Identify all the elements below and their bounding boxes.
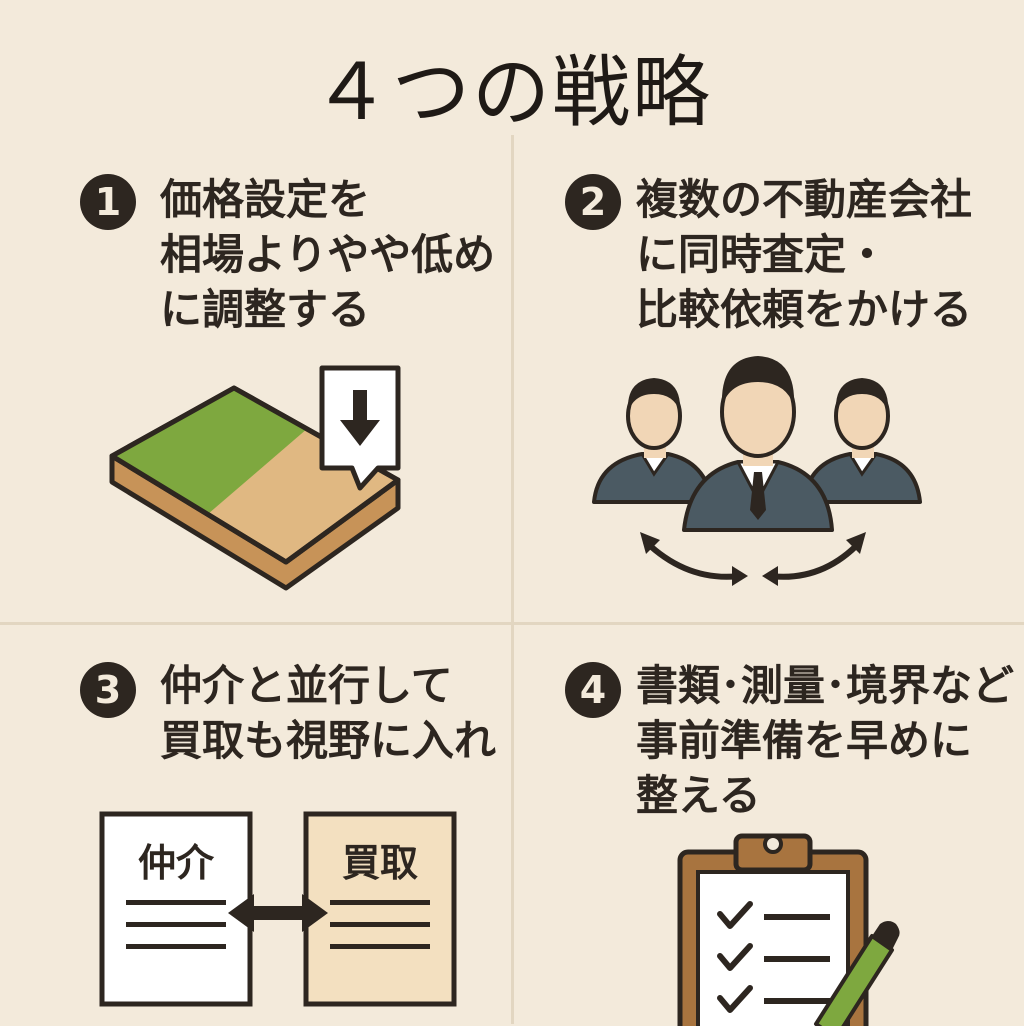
strategy-3-heading: 仲介と並行して 買取も視野に入れ [160, 658, 496, 768]
strategy-4-line-3: 整える [636, 771, 761, 820]
strategy-3-number: 3 [80, 662, 136, 718]
strategy-2-line-3: 比較依頼をかける [636, 285, 973, 334]
arrowheads [640, 532, 866, 586]
price-down-arrow-icon [319, 365, 401, 491]
clipboard-checklist-icon [677, 833, 900, 1026]
strategy-1-heading: 価格設定を 相場よりやや低め に調整する [160, 172, 495, 337]
document-icon: 買取 [303, 811, 457, 1007]
strategy-4-heading: 書類･測量･境界など 事前準備を早めに 整える [636, 658, 1014, 823]
strategy-1-line-3: に調整する [160, 285, 371, 334]
strategy-2-number: 2 [565, 174, 621, 230]
person-left [592, 378, 714, 504]
pencil-icon [814, 921, 900, 1026]
strategy-2-line-2: に同時査定・ [636, 230, 889, 279]
document-right-label: 買取 [342, 841, 418, 885]
strategy-1-number: 1 [80, 174, 136, 230]
vertical-divider [511, 135, 514, 1024]
strategy-3-line-2: 買取も視野に入れ [160, 716, 497, 765]
horizontal-divider [0, 622, 1024, 625]
checklist-lines [764, 914, 830, 1004]
person-right [802, 378, 922, 504]
checklist [717, 901, 753, 1013]
strategy-4-number: 4 [565, 662, 621, 718]
people-group-icon [592, 356, 922, 586]
strategy-1-line-2: 相場よりやや低め [160, 230, 496, 279]
strategy-2-heading: 複数の不動産会社 に同時査定・ 比較依頼をかける [636, 172, 972, 337]
page-title: ４つの戦略 [311, 48, 712, 138]
document-icon: 仲介 [99, 811, 253, 1007]
strategy-4-line-1: 書類･測量･境界など [636, 661, 1015, 710]
person-center [682, 356, 834, 532]
strategy-4-line-2: 事前準備を早めに [636, 716, 973, 765]
strategy-1-line-1: 価格設定を [160, 175, 371, 224]
land-plot-icon [109, 365, 401, 591]
double-arrow-icon [228, 894, 328, 932]
compare-documents: 仲介 買取 [99, 811, 457, 1007]
document-left-label: 仲介 [138, 841, 215, 885]
strategy-3-line-1: 仲介と並行して [160, 661, 453, 710]
strategy-2-line-1: 複数の不動産会社 [636, 175, 973, 224]
exchange-arrows-icon [643, 539, 863, 580]
